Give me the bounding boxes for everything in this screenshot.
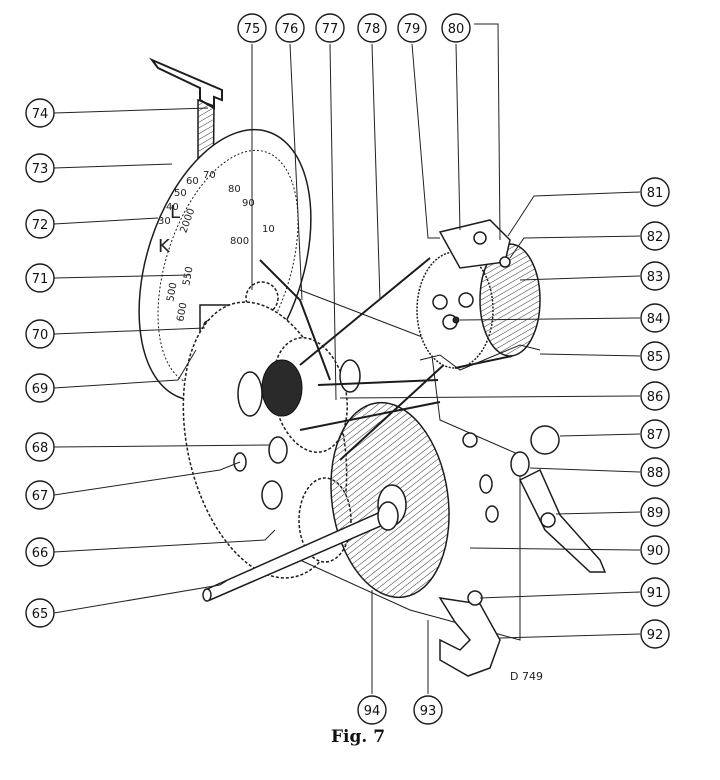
callout-number: 73 bbox=[32, 162, 49, 177]
callout-66: 66 bbox=[25, 537, 55, 567]
callout-number: 71 bbox=[32, 272, 49, 287]
callout-number: 72 bbox=[32, 218, 49, 233]
callout-69: 69 bbox=[25, 373, 55, 403]
callout-number: 76 bbox=[282, 22, 299, 37]
callout-number: 92 bbox=[647, 628, 664, 643]
callout-number: 93 bbox=[420, 704, 437, 719]
callout-94: 94 bbox=[357, 695, 387, 725]
dial-letter: L bbox=[170, 202, 180, 223]
dial-scale-text: 10 bbox=[262, 224, 275, 235]
callout-number: 80 bbox=[448, 22, 465, 37]
dial-scale-text: 600 bbox=[175, 302, 189, 323]
callout-89: 89 bbox=[640, 497, 670, 527]
dial-scale-text: 90 bbox=[242, 198, 255, 209]
callout-81: 81 bbox=[640, 177, 670, 207]
drive-belt bbox=[299, 257, 461, 461]
callout-88: 88 bbox=[640, 457, 670, 487]
dial-scale-text: 60 bbox=[186, 176, 199, 187]
callout-79: 79 bbox=[397, 13, 427, 43]
dial-scale-text: 500 bbox=[165, 282, 179, 303]
callout-93: 93 bbox=[413, 695, 443, 725]
callout-75: 75 bbox=[237, 13, 267, 43]
callout-number: 88 bbox=[647, 466, 664, 481]
callout-number: 78 bbox=[364, 22, 381, 37]
leader-lines bbox=[53, 23, 641, 694]
callout-85: 85 bbox=[640, 341, 670, 371]
figure-caption: Fig. 7 bbox=[331, 727, 385, 747]
callout-87: 87 bbox=[640, 419, 670, 449]
drawing-code: D 749 bbox=[510, 670, 543, 683]
dial-scale-text: 70 bbox=[203, 170, 216, 181]
callout-92: 92 bbox=[640, 619, 670, 649]
callout-80: 80 bbox=[441, 13, 471, 43]
callout-72: 72 bbox=[25, 209, 55, 239]
callout-86: 86 bbox=[640, 381, 670, 411]
callout-number: 91 bbox=[647, 586, 664, 601]
callout-number: 83 bbox=[647, 270, 664, 285]
dial-letter: K bbox=[158, 236, 171, 257]
callout-number: 89 bbox=[647, 506, 664, 521]
dial-scale-text: 550 bbox=[181, 266, 195, 287]
callout-number: 79 bbox=[404, 22, 421, 37]
mechanism-drawing: 70 60 50 40 30 80 90 10 2000 550 600 800… bbox=[138, 57, 607, 677]
callout-84: 84 bbox=[640, 303, 670, 333]
callout-74: 74 bbox=[25, 98, 55, 128]
callout-number: 77 bbox=[322, 22, 339, 37]
callout-82: 82 bbox=[640, 221, 670, 251]
dial-scale-text: 30 bbox=[158, 216, 171, 227]
callout-number: 70 bbox=[32, 328, 49, 343]
top-bracket bbox=[148, 57, 223, 110]
callout-number: 82 bbox=[647, 230, 664, 245]
callout-78: 78 bbox=[357, 13, 387, 43]
callout-83: 83 bbox=[640, 261, 670, 291]
callout-90: 90 bbox=[640, 535, 670, 565]
dial-scale-text: 800 bbox=[230, 236, 249, 247]
lever-arm bbox=[518, 468, 607, 573]
callout-73: 73 bbox=[25, 153, 55, 183]
callout-91: 91 bbox=[640, 577, 670, 607]
dial-scale-text: 40 bbox=[166, 202, 179, 213]
callout-70: 70 bbox=[25, 319, 55, 349]
dial-scale-text: 80 bbox=[228, 184, 241, 195]
callout-number: 69 bbox=[32, 382, 49, 397]
callout-number: 85 bbox=[647, 350, 664, 365]
callout-number: 67 bbox=[32, 489, 49, 504]
callout-number: 65 bbox=[32, 607, 49, 622]
callout-number: 90 bbox=[647, 544, 664, 559]
callout-number: 66 bbox=[32, 546, 49, 561]
contact-block bbox=[438, 219, 511, 269]
callout-number: 86 bbox=[647, 390, 664, 405]
callout-number: 94 bbox=[364, 704, 381, 719]
hook-bracket bbox=[438, 597, 501, 677]
callout-number: 68 bbox=[32, 441, 49, 456]
dial-scale-text: 50 bbox=[174, 188, 187, 199]
callout-76: 76 bbox=[275, 13, 305, 43]
callout-77: 77 bbox=[315, 13, 345, 43]
callout-number: 84 bbox=[647, 312, 664, 327]
callout-68: 68 bbox=[25, 432, 55, 462]
callout-number: 81 bbox=[647, 186, 664, 201]
callout-67: 67 bbox=[25, 480, 55, 510]
callout-71: 71 bbox=[25, 263, 55, 293]
callout-number: 74 bbox=[32, 107, 49, 122]
callout-number: 87 bbox=[647, 428, 664, 443]
callout-group: 74 73 72 71 70 69 68 67 66 65 75 76 77 7… bbox=[25, 13, 670, 725]
callout-number: 75 bbox=[244, 22, 261, 37]
callout-65: 65 bbox=[25, 598, 55, 628]
